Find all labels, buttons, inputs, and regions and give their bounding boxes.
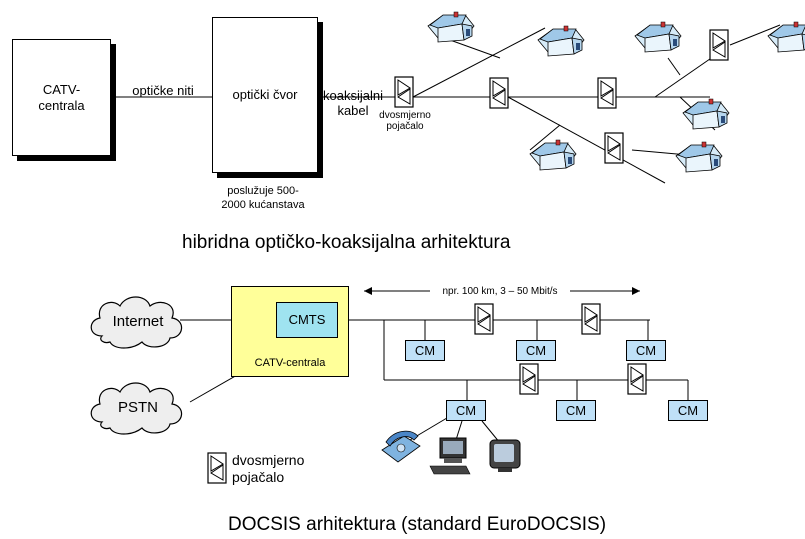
telephone-icon bbox=[381, 430, 421, 463]
cm-modem: CM bbox=[668, 400, 708, 421]
cm-modem: CM bbox=[516, 340, 556, 361]
house-icon bbox=[537, 25, 585, 57]
coax-label: koaksijalni kabel bbox=[323, 88, 383, 118]
house-icon bbox=[427, 11, 475, 43]
house-icon bbox=[767, 21, 805, 53]
tv-icon bbox=[489, 439, 521, 472]
computer-icon bbox=[429, 437, 471, 475]
catv-central-small-label: CATV-centrala bbox=[254, 357, 326, 369]
distance-label: npr. 100 km, 3 – 50 Mbit/s bbox=[430, 286, 570, 297]
internet-label: Internet bbox=[112, 313, 164, 330]
amplifier-icon bbox=[474, 303, 494, 335]
amplifier-icon bbox=[394, 76, 414, 108]
amplifier-icon bbox=[604, 132, 624, 164]
fiber-label: optičke niti bbox=[132, 83, 194, 98]
house-icon bbox=[682, 98, 730, 130]
cm-modem: CM bbox=[556, 400, 596, 421]
house-icon bbox=[634, 21, 682, 53]
house-icon bbox=[675, 141, 723, 173]
serves-label: poslužuje 500- 2000 kućanstava bbox=[221, 185, 305, 211]
optical-node-label: optički čvor bbox=[232, 87, 298, 102]
catv-central-label: CATV- centrala bbox=[38, 81, 85, 113]
amplifier-icon bbox=[709, 29, 729, 61]
amplifier-icon bbox=[207, 452, 227, 484]
amplifier-icon bbox=[489, 77, 509, 109]
amplifier-icon bbox=[581, 303, 601, 335]
legend-amp-label: dvosmjerno pojačalo bbox=[232, 452, 305, 485]
amplifier-icon bbox=[627, 363, 647, 395]
cm-modem: CM bbox=[626, 340, 666, 361]
amplifier-icon bbox=[597, 77, 617, 109]
cm-modem: CM bbox=[405, 340, 445, 361]
top-caption: hibridna optičko-koaksijalna arhitektura bbox=[182, 232, 511, 253]
bottom-caption: DOCSIS arhitektura (standard EuroDOCSIS) bbox=[228, 514, 607, 535]
cm-modem: CM bbox=[446, 400, 486, 421]
pstn-label: PSTN bbox=[117, 399, 158, 416]
cmts-box: CMTS bbox=[276, 302, 338, 338]
catv-central-box: CATV- centrala bbox=[12, 39, 111, 156]
top-amp-label: dvosmjerno pojačalo bbox=[379, 110, 431, 132]
optical-node-box: optički čvor bbox=[212, 17, 318, 173]
amplifier-icon bbox=[519, 363, 539, 395]
